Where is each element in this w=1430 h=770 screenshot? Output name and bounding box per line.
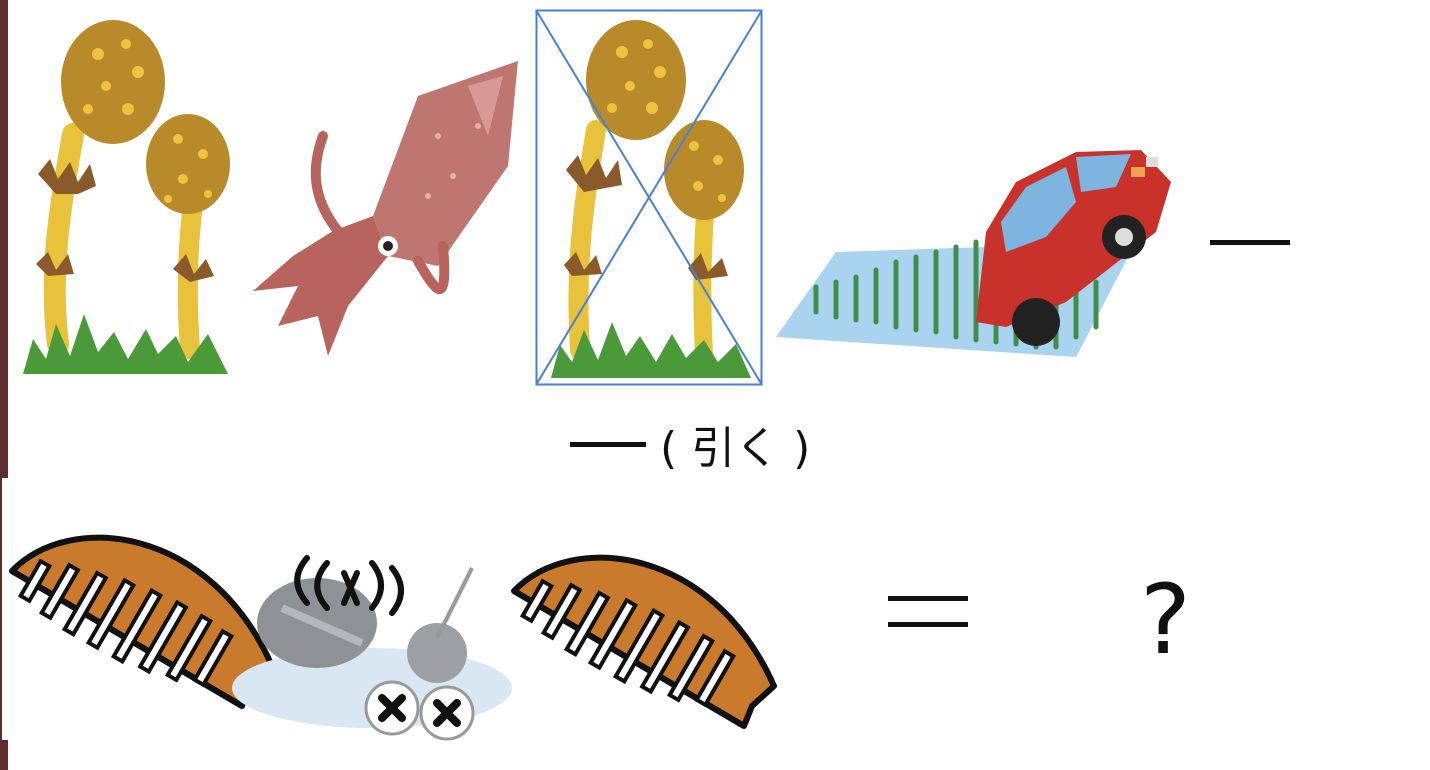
- minus-bar: [1210, 240, 1290, 245]
- comb-icon: [511, 536, 782, 732]
- equals-bar-bottom: [888, 622, 968, 627]
- horsetail-plant-icon: [18, 14, 233, 379]
- squid-icon: [238, 56, 523, 361]
- minus-sign: [1210, 220, 1292, 245]
- answer-question-mark: ?: [1140, 564, 1191, 676]
- crossed-out-horsetail-icon: [535, 9, 763, 386]
- comb-icon: [9, 516, 280, 712]
- subtract-dash: [570, 441, 646, 447]
- car-in-rice-field-icon: [776, 142, 1181, 360]
- equals-sign: [884, 590, 970, 636]
- edge-bar-gap: [0, 478, 8, 740]
- dead-mosquito-icon: [222, 548, 514, 746]
- left-edge-bar: [0, 0, 8, 770]
- equals-bar-top: [888, 596, 968, 601]
- subtract-label: ( 引く ): [660, 423, 811, 474]
- subtract-note: ( 引く ): [570, 418, 810, 474]
